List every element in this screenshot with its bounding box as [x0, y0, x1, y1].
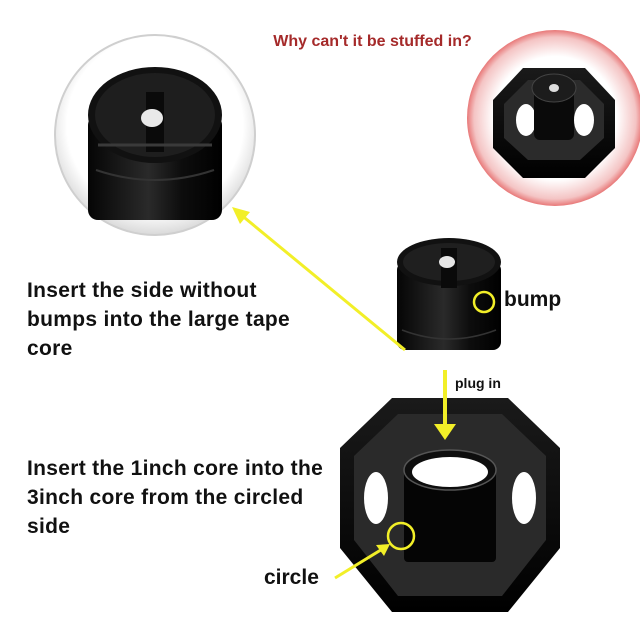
bump-highlight-circle-icon [472, 290, 496, 314]
instruction-step-1: Insert the side without bumps into the l… [27, 279, 291, 360]
problem-view [467, 30, 640, 206]
large-core [340, 398, 560, 612]
circle-highlight-icon [386, 521, 416, 551]
small-core [397, 238, 501, 350]
insert-arrow-icon [239, 212, 406, 352]
arrows [232, 207, 456, 580]
question-heading: Why can't it be stuffed in? [273, 33, 472, 50]
circle-pointer-arrow-icon [334, 546, 385, 580]
instruction-step-2: Insert the 1inch core into the 3inch cor… [27, 457, 324, 538]
bump-label: bump [504, 288, 562, 311]
plug-in-label: plug in [455, 375, 501, 391]
zoom-view [54, 34, 256, 236]
circle-label: circle [264, 566, 319, 589]
